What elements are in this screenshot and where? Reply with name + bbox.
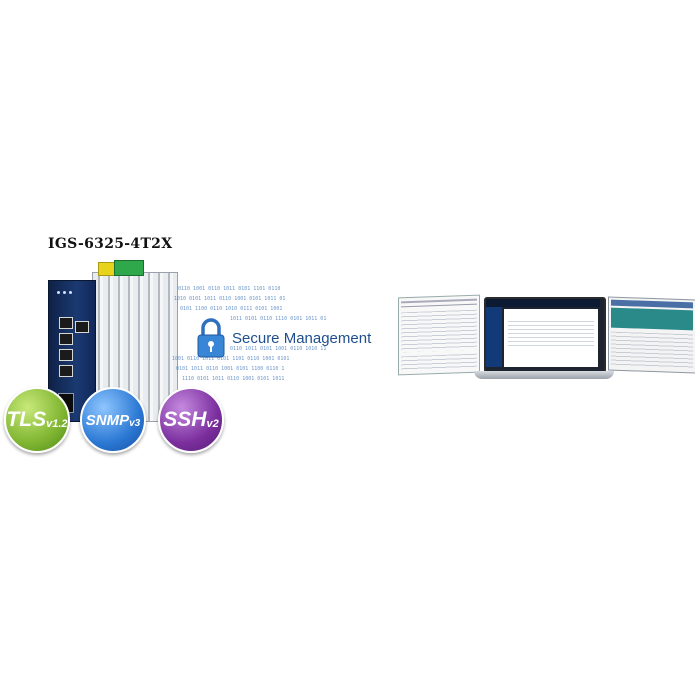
ssh-label: SSH [163, 408, 207, 431]
svg-text:1110 0101 1011 0110 1001 0101: 1110 0101 1011 0110 1001 0101 1011 [182, 376, 284, 382]
led-icon [63, 291, 66, 294]
model-title: IGS-6325-4T2X [48, 236, 173, 252]
led-icon [57, 291, 60, 294]
svg-text:0101 1100 0110 1010 0111 0101: 0101 1100 0110 1010 0111 0101 1001 [180, 306, 282, 312]
rj45-port [59, 349, 73, 361]
laptop-screen [484, 297, 606, 373]
tls-label: TLS [6, 408, 47, 431]
data-stream-graphic: 0110 1001 0110 1011 0101 1101 0110 1010 … [172, 286, 326, 382]
snmp-label: SNMP [85, 411, 130, 429]
rj45-port [75, 321, 89, 333]
screenshot-right [608, 296, 695, 374]
lock-icon [197, 318, 225, 358]
rj45-port [59, 317, 73, 329]
svg-text:1001 0110 1011 0101 1101 0110: 1001 0110 1011 0101 1101 0110 1001 0101 [172, 356, 289, 362]
ssh-version: v2 [206, 418, 219, 430]
svg-text:0110 1011 0101 1001 0110 1010: 0110 1011 0101 1001 0110 1010 11 [230, 346, 326, 352]
svg-text:0101 1011 0110 1001 0101 1100: 0101 1011 0110 1001 0101 1100 0110 1 [176, 366, 284, 372]
tls-version: v1.2 [46, 418, 68, 430]
power-terminal-green [114, 260, 144, 276]
secure-management-label: Secure Management [232, 330, 372, 347]
svg-text:1010 0101 1011 0110 1001 0101: 1010 0101 1011 0110 1001 0101 1011 01 [174, 296, 285, 302]
svg-text:0110 1001 0110 1011 0101 1101: 0110 1001 0110 1011 0101 1101 0110 [178, 286, 280, 292]
screenshot-left [398, 294, 480, 376]
svg-text:1011 0101 0110 1110 0101 1011: 1011 0101 0110 1110 0101 1011 01 [230, 316, 326, 322]
rj45-port [59, 333, 73, 345]
laptop-base [474, 371, 614, 379]
snmp-version: v3 [129, 417, 141, 429]
led-icon [69, 291, 72, 294]
rj45-port [59, 365, 73, 377]
